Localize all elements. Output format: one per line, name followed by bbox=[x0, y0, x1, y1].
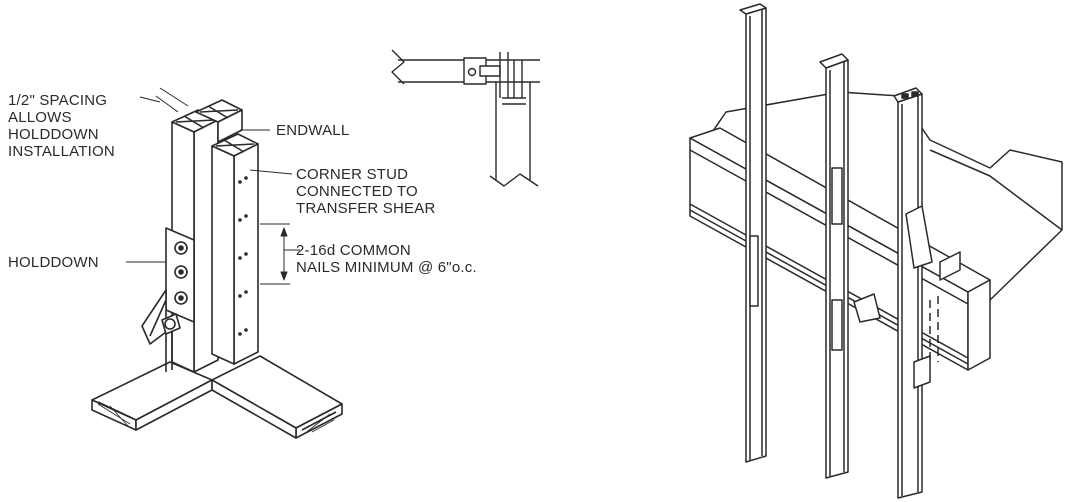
holddown-label: HOLDDOWN bbox=[8, 254, 99, 271]
corner-stud-label: CORNER STUD CONNECTED TO TRANSFER SHEAR bbox=[296, 166, 436, 217]
stud-3 bbox=[893, 87, 923, 499]
spacing-label: 1/2" SPACING ALLOWS HOLDDOWN INSTALLATIO… bbox=[8, 92, 115, 160]
double-stud bbox=[195, 99, 243, 143]
holddown-bracket bbox=[141, 227, 195, 372]
sill-plate-right bbox=[211, 355, 343, 439]
endwall-label: ENDWALL bbox=[276, 122, 350, 139]
nails-label: 2-16d COMMON NAILS MINIMUM @ 6"o.c. bbox=[296, 242, 477, 276]
stud-2 bbox=[819, 53, 849, 479]
corner-stud bbox=[211, 133, 259, 365]
leader-lines bbox=[126, 87, 300, 285]
strap-clips bbox=[749, 167, 939, 389]
plan-section-detail bbox=[391, 49, 540, 187]
